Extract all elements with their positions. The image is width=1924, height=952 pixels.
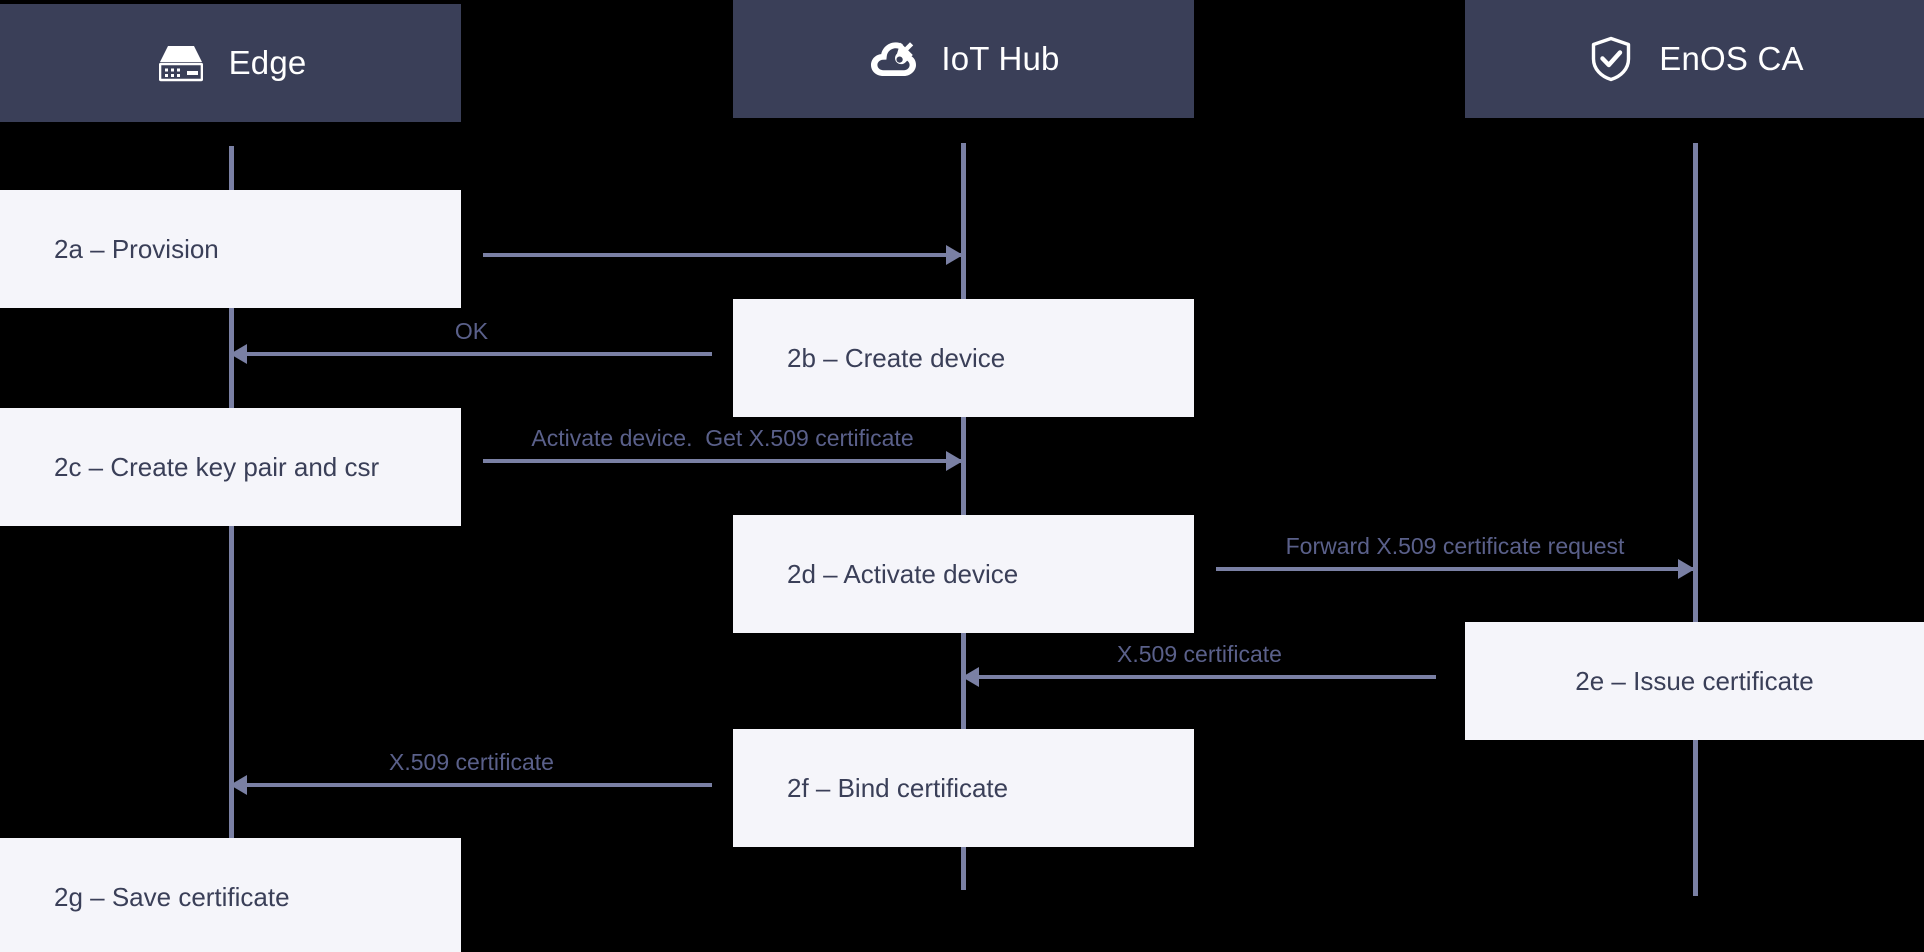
message-line [963,675,1436,679]
participant-label-edge: Edge [228,44,307,81]
action-box-2e[interactable]: 2e – Issue certificate [1465,622,1924,740]
message-provision-request[interactable] [483,245,963,265]
message-line [483,459,962,463]
action-label-2f: 2f – Bind certificate [787,772,1009,803]
arrow-head-right-icon [946,245,963,265]
message-label-m2: OK [454,317,489,344]
message-label-m5: X.509 certificate [1117,640,1282,667]
arrow-head-left-icon [230,775,247,795]
arrow-head-right-icon [946,451,963,471]
participant-header-iothub[interactable]: IoT Hub [733,0,1194,118]
participant-header-enosca[interactable]: EnOS CA [1465,0,1924,118]
arrow-head-left-icon [230,344,247,364]
action-label-2b: 2b – Create device [787,342,1006,373]
action-box-2a[interactable]: 2a – Provision [0,190,461,308]
action-box-2g[interactable]: 2g – Save certificate [0,838,461,952]
cloud-plug-icon [867,33,919,85]
message-label-m4: Forward X.509 certificate request [1285,532,1625,559]
action-box-2f[interactable]: 2f – Bind certificate [733,729,1194,847]
action-label-2e: 2e – Issue certificate [1575,665,1814,696]
participant-label-iothub: IoT Hub [941,40,1060,77]
action-label-2a: 2a – Provision [54,233,219,264]
action-box-2c[interactable]: 2c – Create key pair and csr [0,408,461,526]
message-deliver-cert[interactable]: X.509 certificate [230,749,712,795]
action-box-2d[interactable]: 2d – Activate device [733,515,1194,633]
message-activate-device[interactable]: Activate device. Get X.509 certificate [483,425,963,471]
participant-header-edge[interactable]: Edge [0,4,461,122]
participant-label-enosca: EnOS CA [1659,40,1804,77]
shield-check-icon [1585,33,1637,85]
message-line [231,352,712,356]
message-ok[interactable]: OK [230,318,712,364]
action-label-2d: 2d – Activate device [787,558,1019,589]
message-label-m6: X.509 certificate [389,748,554,775]
action-label-2c: 2c – Create key pair and csr [54,451,380,482]
lifeline-edge [229,146,234,952]
message-issue-cert-response[interactable]: X.509 certificate [962,641,1436,687]
arrow-head-left-icon [962,667,979,687]
action-label-2g: 2g – Save certificate [54,881,290,912]
gateway-server-icon [155,37,207,89]
message-line [231,783,712,787]
message-line [483,253,962,257]
arrow-head-right-icon [1678,559,1695,579]
message-line [1216,567,1694,571]
message-forward-cert-request[interactable]: Forward X.509 certificate request [1216,533,1695,579]
lifeline-enosca [1693,143,1698,896]
action-box-2b[interactable]: 2b – Create device [733,299,1194,417]
message-label-m3: Activate device. Get X.509 certificate [531,424,914,451]
